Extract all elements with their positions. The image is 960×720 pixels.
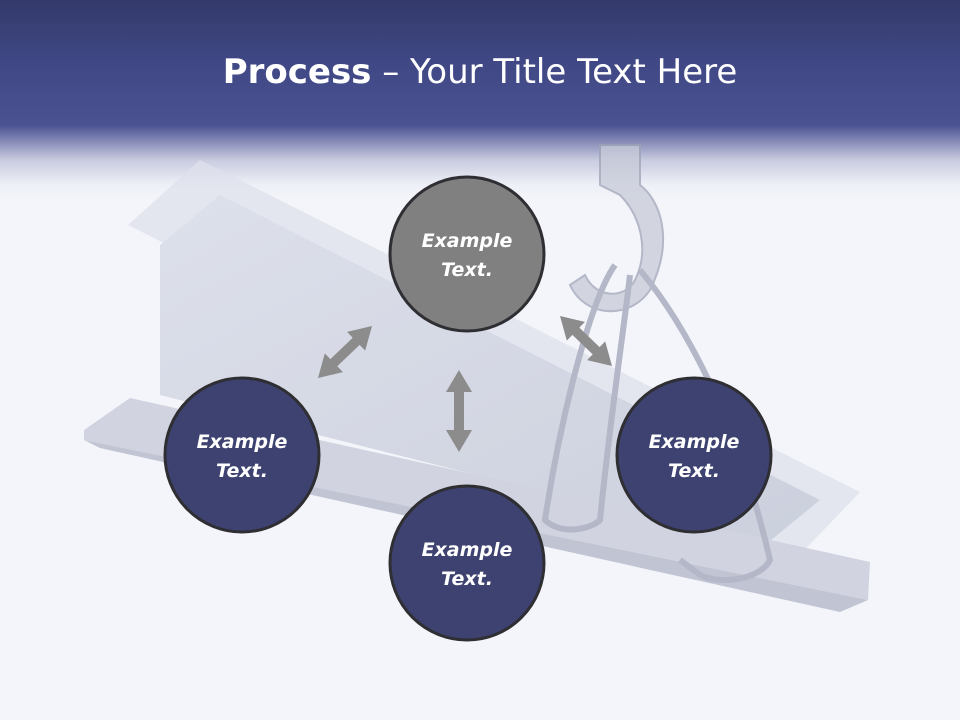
node-label-line1: Example xyxy=(422,230,513,252)
node-label-line1: Example xyxy=(649,431,740,453)
title-rest: – Your Title Text Here xyxy=(371,52,738,92)
node-circle-left xyxy=(163,376,321,534)
node-label-line2: Text. xyxy=(216,460,268,482)
crane-hook xyxy=(568,144,664,313)
node-label-line1: Example xyxy=(197,431,288,453)
node-label-line2: Text. xyxy=(441,259,493,281)
arrow-top-right xyxy=(560,316,612,366)
slide-title: Process – Your Title Text Here xyxy=(0,52,960,92)
node-circle-top xyxy=(388,175,546,333)
title-banner xyxy=(0,0,960,200)
arrow-top-left xyxy=(318,326,372,378)
node-circle-bottom xyxy=(388,484,546,642)
node-circle-right xyxy=(615,376,773,534)
node-label-line2: Text. xyxy=(668,460,720,482)
node-label-line1: Example xyxy=(422,539,513,561)
connector-arrows xyxy=(318,316,612,452)
node-label-line2: Text. xyxy=(441,568,493,590)
process-nodes: ExampleText.ExampleText.ExampleText.Exam… xyxy=(163,175,773,642)
arrow-top-bottom xyxy=(446,370,472,452)
sling-rope-right xyxy=(637,268,774,583)
title-bold: Process xyxy=(222,52,372,92)
